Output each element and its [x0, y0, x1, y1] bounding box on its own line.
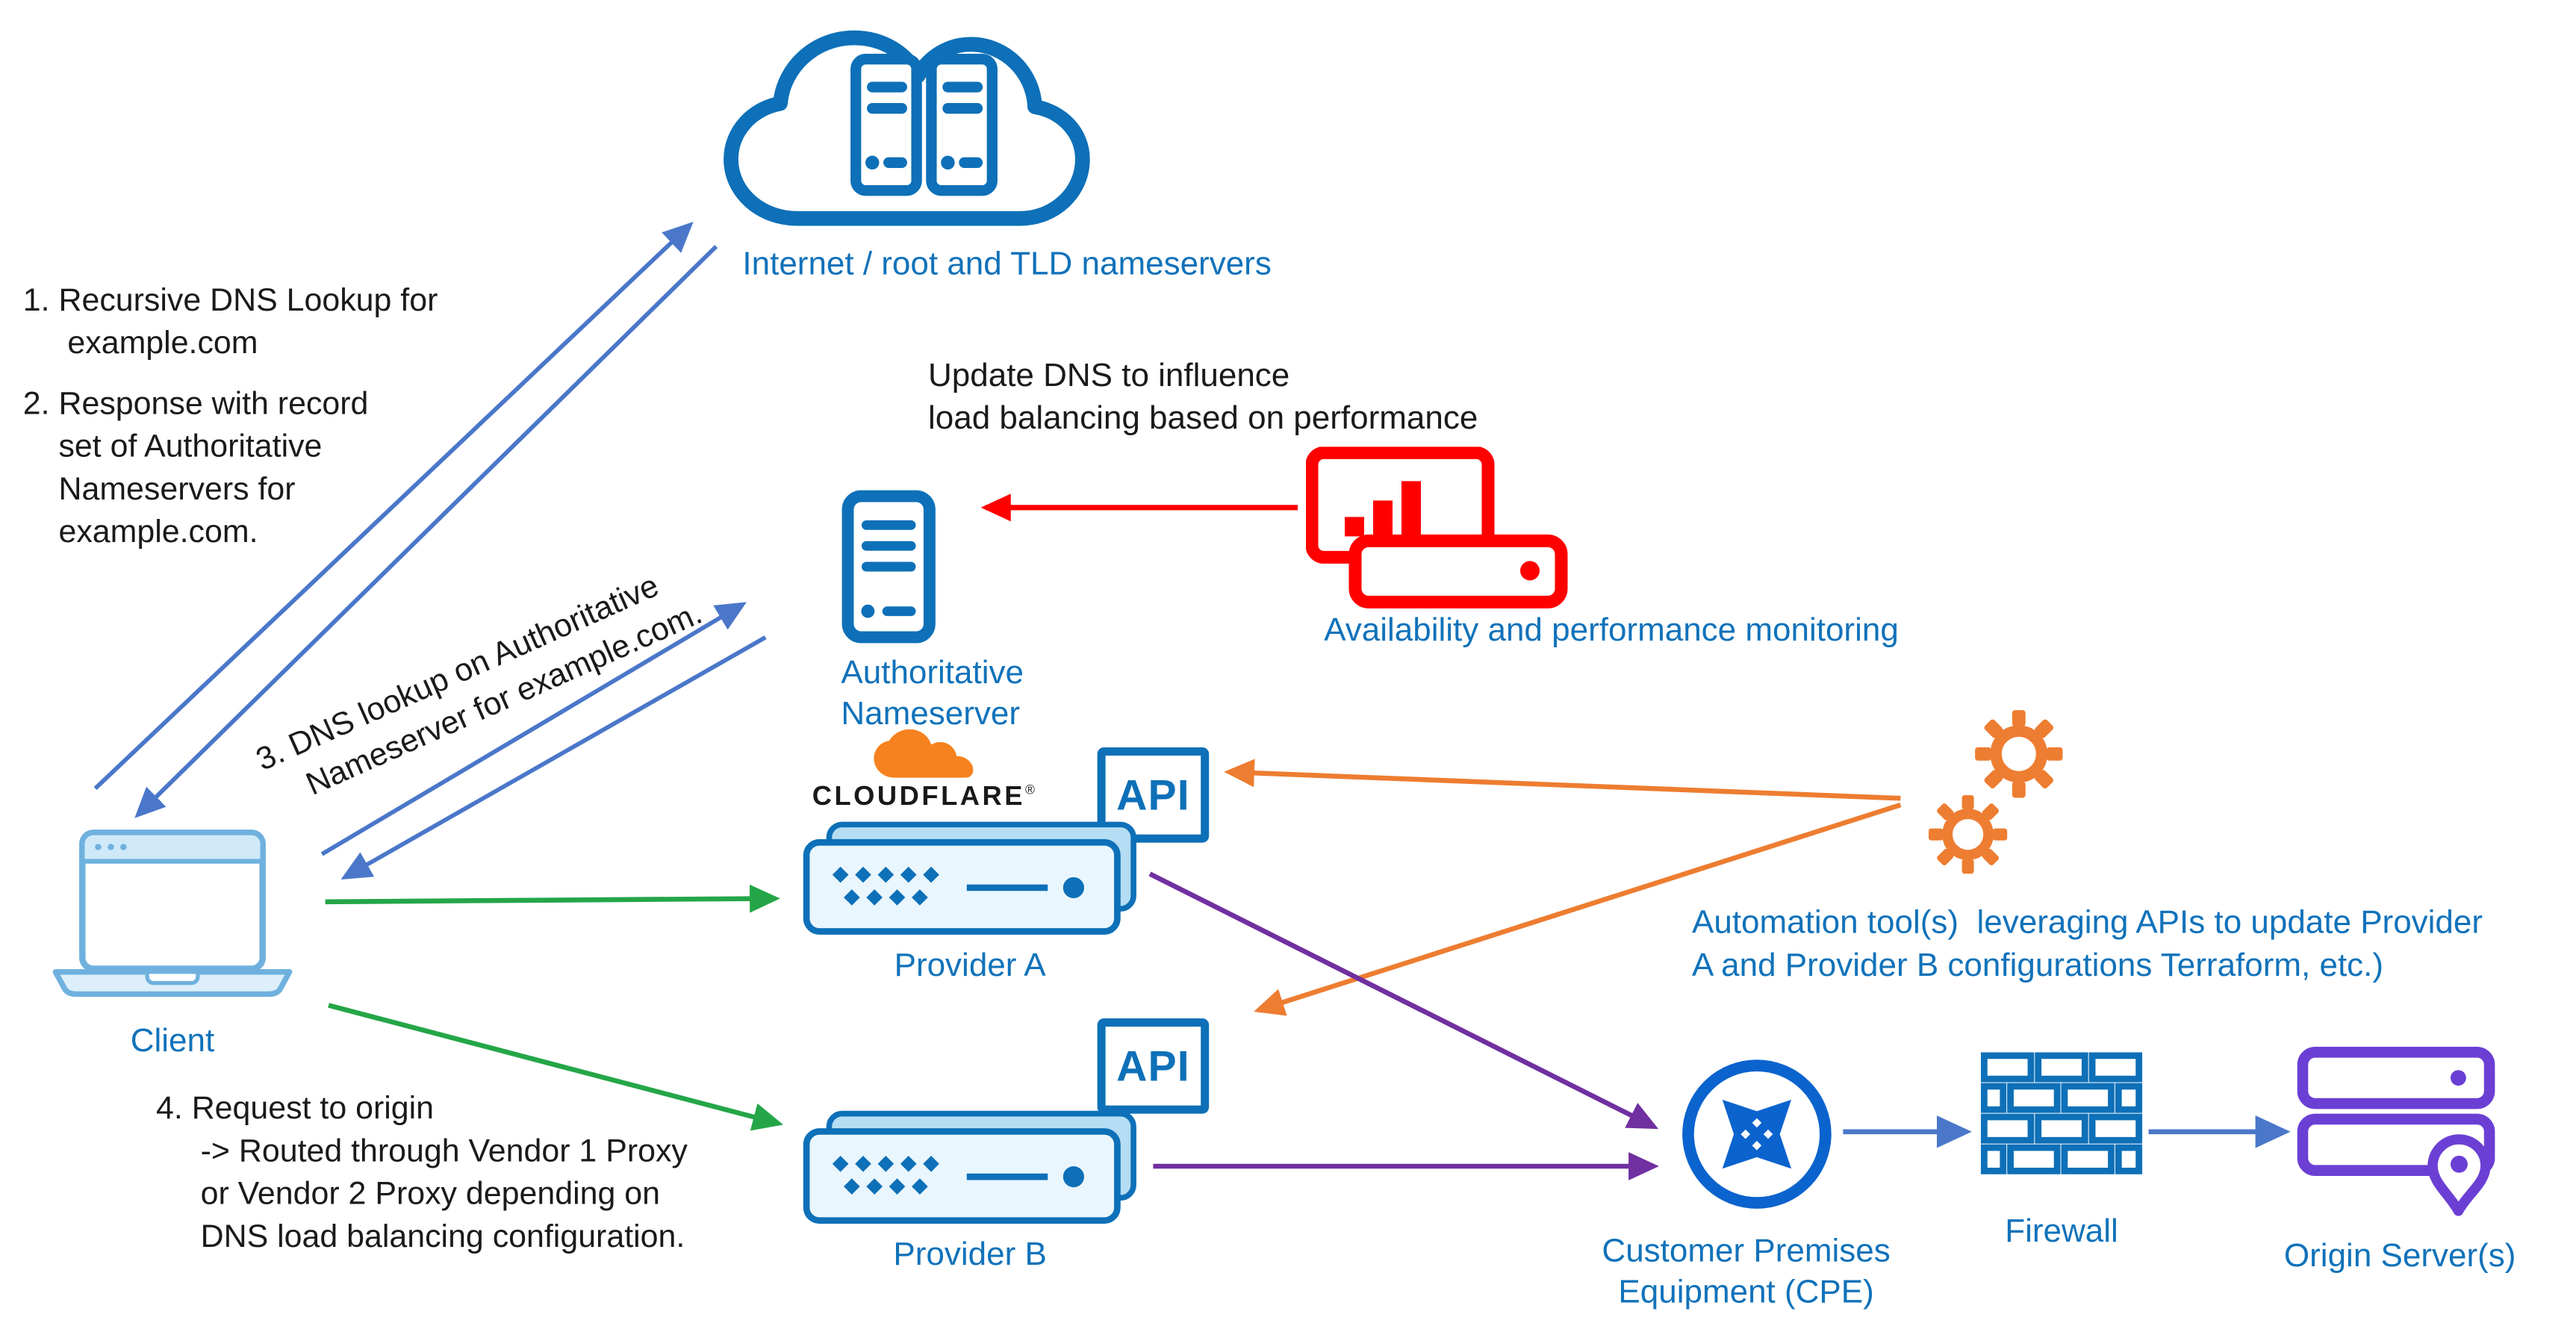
provider-a-label: Provider A [894, 947, 1046, 984]
step2-annotation: 2. Response with record set of Authorita… [22, 386, 369, 550]
authoritative-nameserver-icon [841, 490, 936, 646]
monitoring-icon [1306, 446, 1569, 611]
provider-b-appliance-icon [802, 1110, 1139, 1225]
arrow-provider-a-to-cpe [1148, 871, 1659, 1130]
api-box-provider-b: API [1097, 1018, 1210, 1114]
internet-label: Internet / root and TLD nameservers [742, 246, 1272, 283]
automation-gears-icon [1925, 706, 2073, 887]
firewall-icon [1979, 1051, 2144, 1189]
cpe-label: Customer Premises Equipment (CPE) [1602, 1233, 1891, 1311]
firewall-label: Firewall [2005, 1213, 2118, 1251]
arrow-client-to-provider-a [325, 884, 780, 913]
arrow-automation-to-api-a [1224, 759, 1901, 801]
update-dns-annotation: Update DNS to influence load balancing b… [928, 358, 1478, 438]
monitoring-label: Availability and performance monitoring [1324, 612, 1899, 649]
api-box-provider-a: API [1097, 747, 1210, 843]
automation-annotation: Automation tool(s) leveraging APIs to up… [1692, 905, 2483, 984]
origin-server-icon [2297, 1040, 2505, 1218]
cloudflare-logo: CLOUDFLARE® [812, 729, 1035, 813]
arrow-client-to-provider-b [328, 1003, 784, 1131]
client-label: Client [130, 1023, 215, 1059]
cpe-router-icon [1679, 1056, 1835, 1213]
origin-server-label: Origin Server(s) [2283, 1238, 2516, 1275]
cloudflare-wordmark: CLOUDFLARE® [812, 782, 1038, 812]
arrow-nameserver-to-client [340, 635, 767, 880]
provider-a-appliance-icon [802, 821, 1139, 936]
internet-cloud-icon [703, 10, 1098, 240]
authoritative-nameserver-label: Authoritative Nameserver [841, 655, 1024, 733]
step4-annotation: 4. Request to origin -> Routed through V… [156, 1090, 688, 1255]
step1-annotation: 1. Recursive DNS Lookup for example.com [22, 282, 438, 361]
client-laptop-icon [46, 827, 299, 1010]
arrow-client-to-nameserver [320, 602, 747, 856]
arrow-automation-to-api-b [1254, 802, 1902, 1016]
provider-b-label: Provider B [893, 1236, 1047, 1273]
arrow-internet-to-client [134, 244, 718, 818]
cloudflare-cloud-icon [874, 729, 974, 778]
arrow-client-to-internet [93, 221, 694, 791]
